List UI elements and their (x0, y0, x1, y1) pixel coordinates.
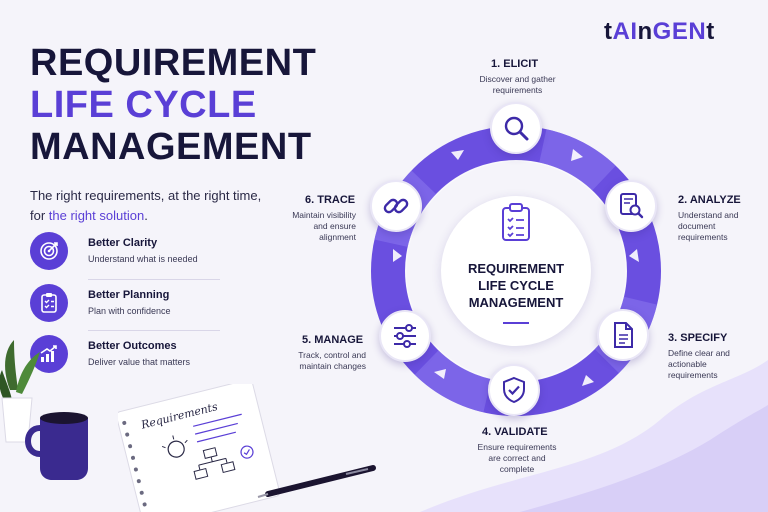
stage-node-specify[interactable] (597, 309, 649, 361)
stage-label: 5. MANAGE (302, 334, 364, 346)
notebook-icon: Requirements (118, 384, 376, 512)
benefit-desc: Understand what is needed (88, 254, 198, 264)
stage-node-elicit[interactable] (490, 102, 542, 154)
stage-label: 1. ELICIT (491, 58, 539, 70)
magnifier-icon (504, 116, 529, 141)
title-line-2: LIFE CYCLE (30, 84, 257, 126)
clipboard-icon (502, 203, 530, 241)
tagline: The right requirements, at the right tim… (30, 188, 262, 223)
divider (88, 330, 220, 331)
stage-label: 2. ANALYZE (678, 194, 741, 206)
benefit-desc: Plan with confidence (88, 306, 171, 316)
benefit-item-planning: Better Planning Plan with confidence (30, 284, 220, 328)
brand-logo: tAInGENt (604, 18, 715, 45)
stage-node-manage[interactable] (379, 310, 431, 362)
pen-icon (257, 465, 376, 498)
stage-node-validate[interactable] (488, 364, 540, 416)
mug-icon (25, 412, 88, 480)
stage-label: 3. SPECIFY (668, 332, 728, 344)
stage-node-analyze[interactable] (605, 180, 657, 232)
benefit-desc: Deliver value that matters (88, 357, 191, 367)
benefit-title: Better Outcomes (88, 340, 177, 352)
sliders-icon (394, 324, 416, 348)
target-icon (30, 232, 68, 270)
link-icon (383, 198, 409, 214)
title-line-3: MANAGEMENT (30, 126, 312, 168)
stage-label: 4. VALIDATE (482, 426, 548, 438)
benefit-title: Better Planning (88, 289, 170, 301)
shield-check-icon (503, 376, 525, 404)
benefit-item-clarity: Better Clarity Understand what is needed (30, 232, 220, 276)
divider (88, 279, 220, 280)
stage-node-trace[interactable] (370, 180, 422, 232)
benefit-title: Better Clarity (88, 237, 158, 249)
document-icon (614, 322, 633, 348)
stage-label: 6. TRACE (305, 194, 356, 206)
desk-scene (0, 340, 88, 480)
plant-icon (0, 340, 40, 443)
growth-chart-icon (30, 335, 68, 373)
title-line-1: REQUIREMENT (30, 42, 317, 84)
center-underline (503, 322, 529, 324)
page-title: REQUIREMENT LIFE CYCLE MANAGEMENT (30, 42, 316, 168)
benefit-item-outcomes: Better Outcomes Deliver value that matte… (30, 335, 220, 379)
checklist-icon (30, 284, 68, 322)
document-search-icon (620, 193, 644, 219)
